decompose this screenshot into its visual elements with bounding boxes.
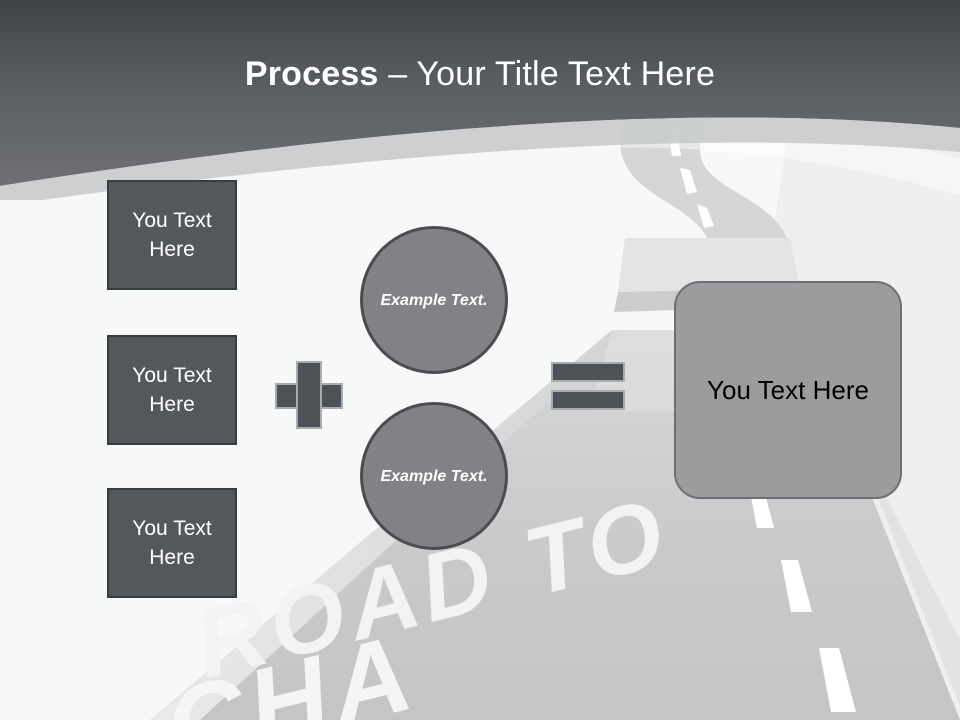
plus-vertical-bar — [296, 361, 322, 429]
input-box-3-label: You Text Here — [132, 517, 212, 569]
plus-operator-icon — [275, 361, 343, 429]
example-circle-2[interactable]: Example Text. — [360, 402, 508, 550]
page-title-strong: Process — [244, 55, 379, 93]
input-box-2-label: You Text Here — [132, 364, 212, 416]
result-box[interactable]: You Text Here — [674, 281, 902, 499]
page-title: Process – Your Title Text Here — [0, 52, 960, 96]
input-box-2[interactable]: You Text Here — [107, 335, 237, 445]
input-box-3[interactable]: You Text Here — [107, 488, 237, 598]
equals-bottom-bar — [551, 390, 625, 410]
equals-top-bar — [551, 362, 625, 382]
example-circle-1[interactable]: Example Text. — [360, 226, 508, 374]
example-circle-1-label: Example Text. — [380, 291, 488, 309]
page-title-rest: Your Title Text Here — [416, 55, 716, 93]
result-box-label: You Text Here — [707, 374, 869, 405]
input-box-1-label: You Text Here — [132, 209, 212, 261]
road-slab-upper — [618, 238, 800, 292]
input-box-1[interactable]: You Text Here — [107, 180, 237, 290]
equals-operator-icon — [551, 362, 625, 410]
example-circle-2-label: Example Text. — [380, 467, 488, 485]
page-title-separator: – — [378, 55, 417, 93]
